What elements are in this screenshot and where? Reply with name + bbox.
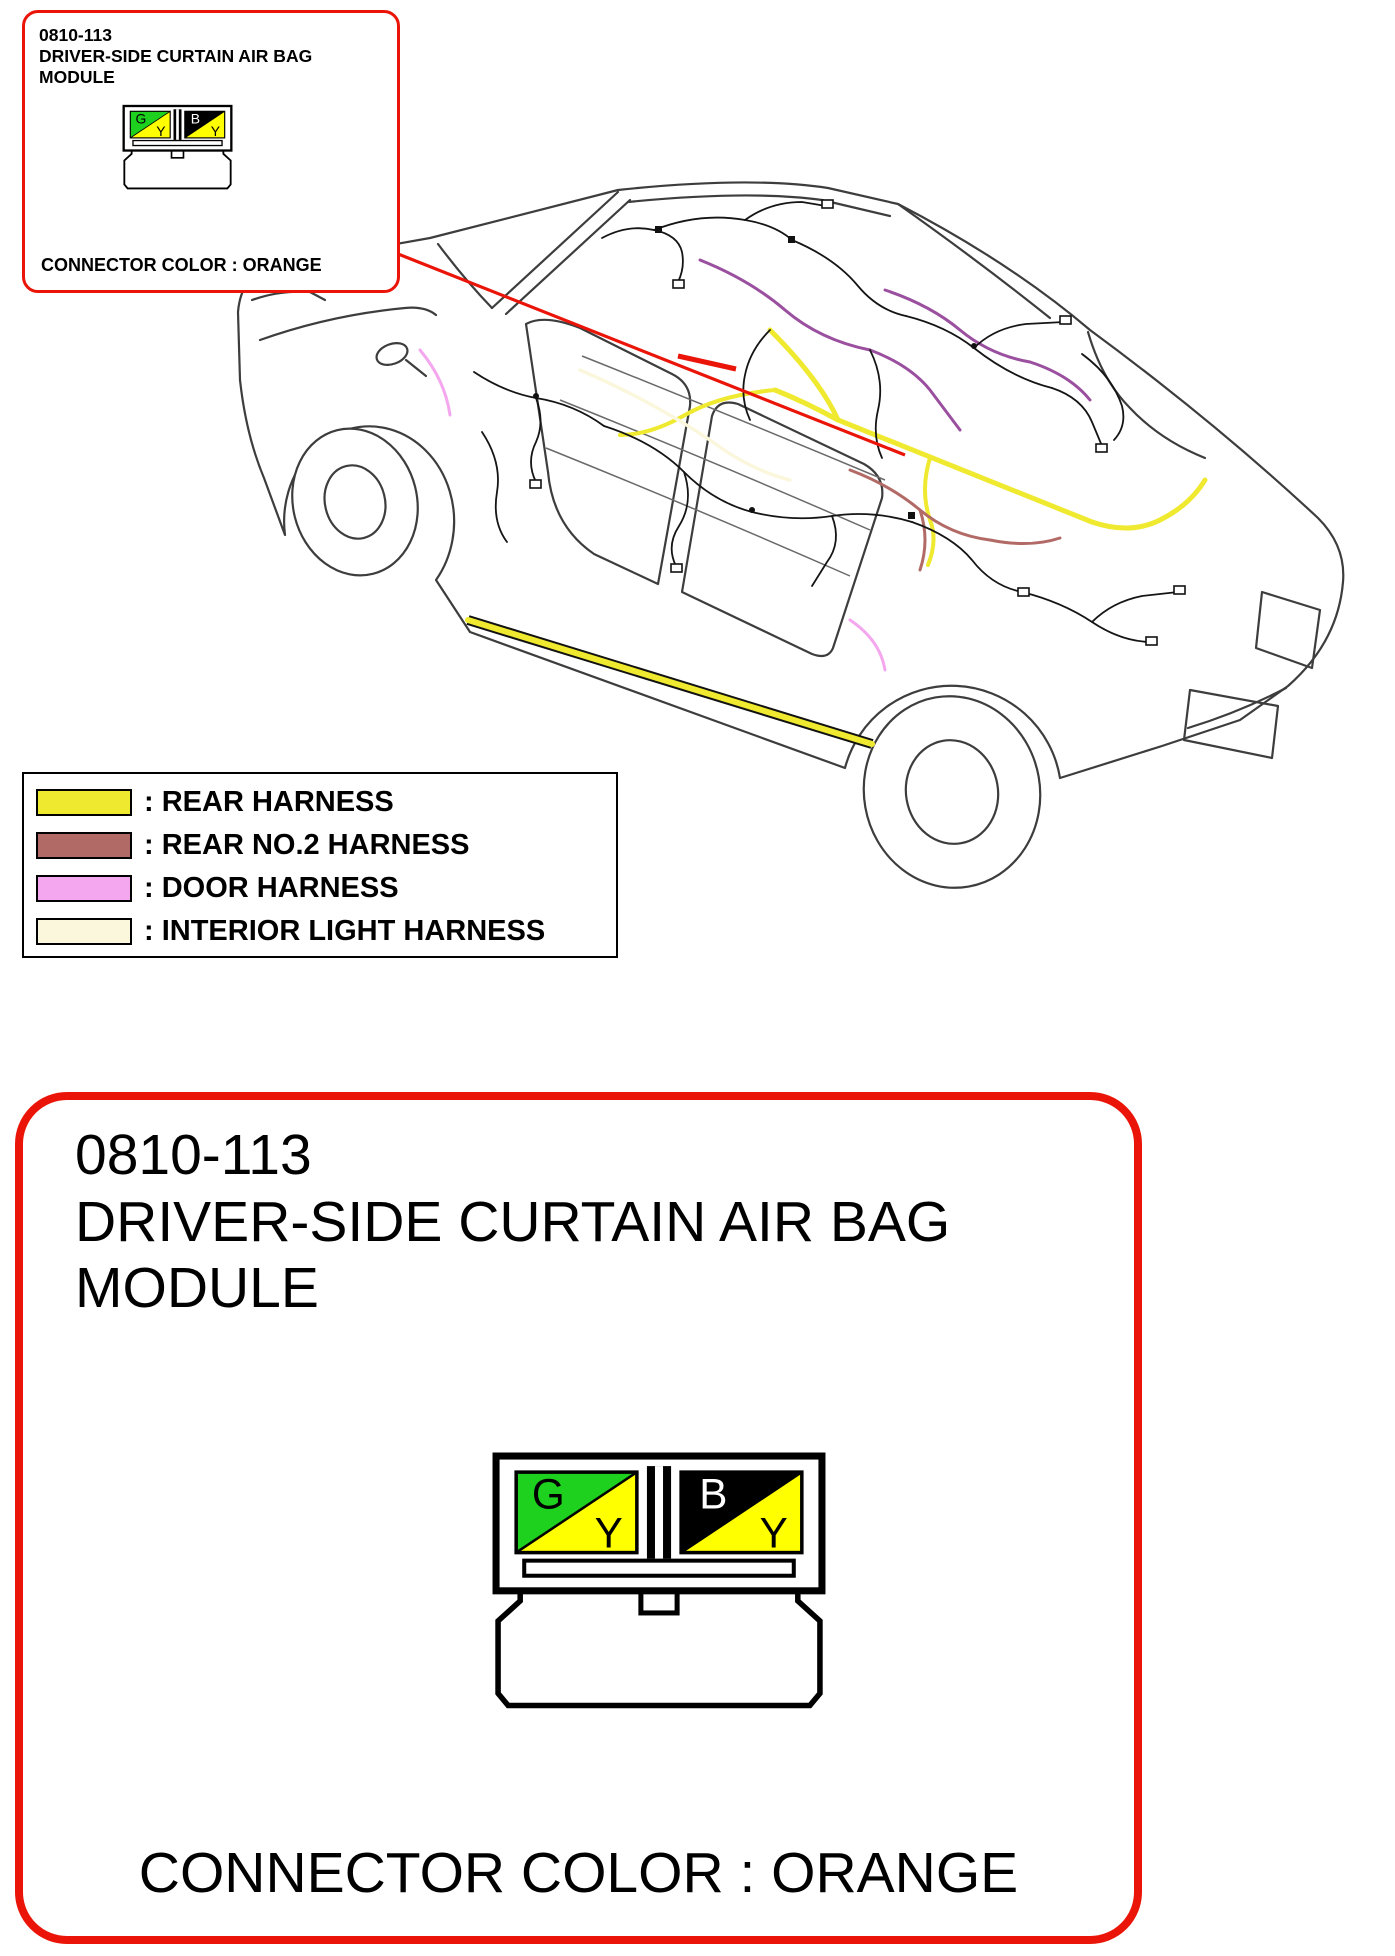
harness-black-wiring	[473, 201, 1179, 643]
location-marker	[677, 353, 737, 372]
car-harness-diagram	[236, 181, 1345, 889]
floor-pan-lines	[545, 355, 886, 577]
legend-row-door-harness: : DOOR HARNESS	[36, 867, 604, 910]
legend-row-rear-harness: : REAR HARNESS	[36, 781, 604, 824]
detail-heading: 0810-113 DRIVER-SIDE CURTAIN AIR BAG MOD…	[75, 1122, 995, 1322]
legend-row-rear-no2-harness: : REAR NO.2 HARNESS	[36, 824, 604, 867]
terminal-letter-y: Y	[760, 1510, 788, 1557]
harness-junction-dots	[533, 226, 977, 519]
harness-door	[418, 348, 887, 672]
terminal-letter-g: G	[136, 110, 147, 126]
harness-rear-no2	[848, 468, 1062, 572]
hatch-line	[1086, 330, 1207, 460]
rear-bumper-crease	[1186, 686, 1288, 730]
detail-connector-color: CONNECTOR COLOR : ORANGE	[138, 1841, 1019, 1905]
legend-label: : DOOR HARNESS	[144, 872, 399, 904]
detail-box: 0810-113 DRIVER-SIDE CURTAIN AIR BAG MOD…	[15, 1092, 1142, 1944]
terminal-left-g-y: G Y	[129, 110, 171, 139]
detail-connector: G Y B Y	[488, 1450, 830, 1714]
detail-title: DRIVER-SIDE CURTAIN AIR BAG MODULE	[75, 1189, 951, 1321]
terminal-left-g-y: G Y	[514, 1470, 639, 1557]
liftgate-panel	[1182, 688, 1280, 760]
legend-swatch-rear-no2-harness	[36, 832, 132, 859]
legend-swatch-door-harness	[36, 875, 132, 902]
callout-connector-color: CONNECTOR COLOR : ORANGE	[41, 255, 322, 275]
legend-label: : INTERIOR LIGHT HARNESS	[144, 915, 546, 947]
roof-inner-line	[626, 194, 892, 218]
a-pillar-inner-line	[504, 198, 632, 316]
fender-crease	[258, 306, 438, 342]
red-leader-line	[324, 223, 906, 457]
detail-code: 0810-113	[75, 1123, 312, 1187]
rear-harness-yellow	[465, 327, 1208, 747]
callout-connector: G Y B Y	[121, 104, 234, 191]
harness-purple	[698, 258, 1092, 432]
a-pillar-line	[490, 190, 620, 310]
airbag-connector-graphic-large: G Y B Y	[492, 1452, 826, 1709]
leader-line-group	[324, 223, 906, 457]
cowl-line	[436, 242, 494, 310]
terminal-letter-g: G	[532, 1470, 565, 1517]
harness-connector-clips	[529, 199, 1186, 646]
terminal-divider	[173, 109, 182, 140]
connector-lower-body	[123, 149, 232, 190]
legend-swatch-interior-light-harness	[36, 918, 132, 945]
airbag-connector-graphic-small: G Y B Y	[122, 104, 233, 190]
terminal-letter-y: Y	[156, 123, 165, 139]
legend-row-interior-light-harness: : INTERIOR LIGHT HARNESS	[36, 910, 604, 953]
harness-interior-light	[578, 368, 792, 482]
connector-slot	[522, 1558, 796, 1578]
connector-slot	[132, 139, 223, 147]
front-door-aperture	[524, 318, 692, 586]
rear-wheel	[862, 695, 1042, 889]
terminal-letter-b: B	[699, 1470, 727, 1517]
terminal-right-b-y: B Y	[679, 1470, 804, 1557]
terminal-divider	[646, 1466, 672, 1559]
connector-lower-body	[495, 1588, 823, 1709]
callout-title: DRIVER-SIDE CURTAIN AIR BAG MODULE	[39, 46, 313, 87]
callout-code: 0810-113	[39, 25, 112, 45]
legend-swatch-rear-harness	[36, 789, 132, 816]
mirror-stalk	[404, 358, 428, 378]
legend-label: : REAR HARNESS	[144, 786, 394, 818]
harness-legend: : REAR HARNESS : REAR NO.2 HARNESS : DOO…	[22, 772, 618, 958]
terminal-letter-y: Y	[211, 123, 220, 139]
rear-glass-line	[896, 202, 1052, 320]
terminal-right-b-y: B Y	[184, 110, 226, 139]
terminal-letter-y: Y	[595, 1510, 623, 1557]
terminal-letter-b: B	[191, 110, 200, 126]
tail-lamp	[1254, 590, 1322, 670]
front-wheel	[291, 427, 419, 577]
door-mirror	[375, 342, 409, 366]
callout-box: 0810-113 DRIVER-SIDE CURTAIN AIR BAG MOD…	[22, 10, 400, 293]
legend-label: : REAR NO.2 HARNESS	[144, 829, 470, 861]
